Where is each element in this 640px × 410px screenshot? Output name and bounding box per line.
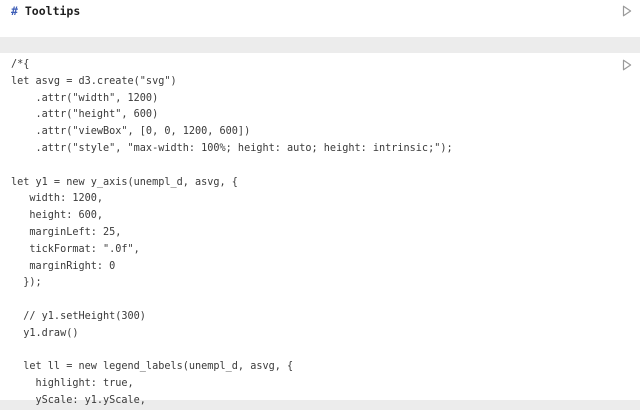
code-line: marginRight: 0 bbox=[11, 260, 116, 272]
run-cell-button[interactable] bbox=[622, 5, 632, 17]
code-line: tickFormat: ".0f", bbox=[11, 243, 140, 255]
code-line: marginLeft: 25, bbox=[11, 226, 122, 238]
code-editor[interactable]: /*{ let asvg = d3.create("svg") .attr("wi… bbox=[11, 57, 453, 410]
code-line: let ll = new legend_labels(unempl_d, asv… bbox=[11, 361, 294, 373]
code-line: y1.draw() bbox=[11, 327, 79, 339]
heading-hash: # bbox=[11, 4, 18, 18]
code-line bbox=[11, 292, 453, 309]
code-line: // y1.setHeight(300) bbox=[11, 310, 146, 322]
code-line: highlight: true, bbox=[11, 378, 134, 390]
code-line: yScale: y1.yScale, bbox=[11, 394, 146, 406]
code-line: let y1 = new y_axis(unempl_d, asvg, { bbox=[11, 176, 238, 188]
code-line: .attr("viewBox", [0, 0, 1200, 600]) bbox=[11, 126, 251, 138]
code-line: width: 1200, bbox=[11, 193, 104, 205]
code-line: let asvg = d3.create("svg") bbox=[11, 75, 177, 87]
code-line: .attr("height", 600) bbox=[11, 109, 159, 121]
code-line: /*{ bbox=[11, 59, 30, 70]
code-line: .attr("width", 1200) bbox=[11, 92, 159, 104]
code-cell[interactable]: /*{ let asvg = d3.create("svg") .attr("wi… bbox=[0, 53, 640, 406]
code-line bbox=[11, 158, 453, 175]
code-line: height: 600, bbox=[11, 210, 104, 222]
code-line bbox=[11, 343, 453, 360]
heading-title: Tooltips bbox=[24, 4, 81, 18]
play-triangle-icon bbox=[622, 59, 632, 71]
code-line: .attr("style", "max-width: 100%; height:… bbox=[11, 142, 453, 154]
code-line: }); bbox=[11, 277, 42, 289]
cell-heading: # Tooltips bbox=[11, 3, 80, 19]
play-triangle-icon bbox=[622, 5, 632, 17]
run-cell-button[interactable] bbox=[622, 59, 632, 71]
markdown-cell[interactable]: # Tooltips bbox=[0, 0, 640, 37]
